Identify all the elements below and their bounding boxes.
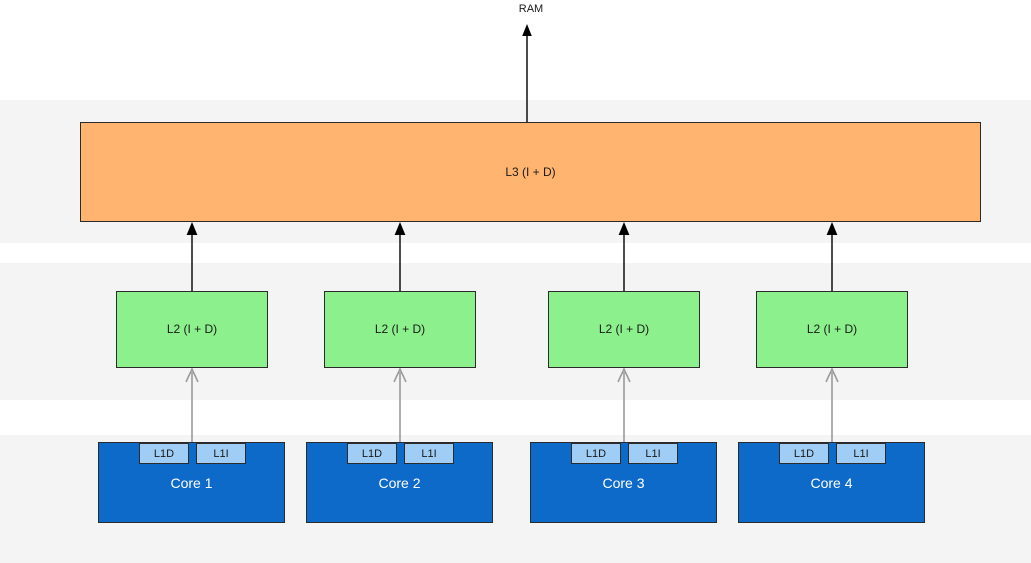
- arrow-up-icon: [186, 222, 198, 235]
- l1d-cache-block-4[interactable]: L1D: [779, 443, 829, 464]
- l1d-cache-block-1[interactable]: L1D: [139, 443, 189, 464]
- core-label: Core 4: [810, 475, 853, 491]
- core-label: Core 3: [602, 475, 645, 491]
- l1d-label: L1D: [585, 447, 607, 460]
- connector-l2-4-to-l3: [826, 222, 838, 291]
- arrow-up-icon: [617, 367, 631, 383]
- connector-l2-2-to-l3: [394, 222, 406, 291]
- connector-l3-to-ram: [522, 24, 532, 122]
- l1i-label: L1I: [853, 447, 869, 460]
- l1d-cache-block-3[interactable]: L1D: [571, 443, 621, 464]
- core-label: Core 1: [170, 475, 213, 491]
- arrow-up-icon: [826, 222, 838, 235]
- arrow-up-icon: [393, 367, 407, 383]
- arrow-up-icon: [185, 367, 199, 383]
- l2-cache-block-4[interactable]: L2 (I + D): [756, 291, 908, 368]
- l1d-label: L1D: [793, 447, 815, 460]
- l2-cache-label: L2 (I + D): [166, 322, 218, 337]
- l2-cache-label: L2 (I + D): [806, 322, 858, 337]
- core-block-3[interactable]: Core 3: [530, 442, 717, 523]
- l2-cache-label: L2 (I + D): [598, 322, 650, 337]
- core-label: Core 2: [378, 475, 421, 491]
- connector-core-1-to-l2: [185, 367, 199, 452]
- connector-core-2-to-l2: [393, 367, 407, 452]
- l2-cache-block-3[interactable]: L2 (I + D): [548, 291, 700, 368]
- l3-cache-block[interactable]: L3 (I + D): [80, 122, 981, 222]
- l3-cache-label: L3 (I + D): [505, 164, 556, 179]
- l1i-label: L1I: [421, 447, 437, 460]
- l1i-cache-block-2[interactable]: L1I: [404, 443, 454, 464]
- l1i-label: L1I: [645, 447, 661, 460]
- connector-core-4-to-l2: [825, 367, 839, 452]
- arrow-up-icon: [394, 222, 406, 235]
- l1d-label: L1D: [361, 447, 383, 460]
- l2-cache-block-2[interactable]: L2 (I + D): [324, 291, 476, 368]
- connector-l2-3-to-l3: [618, 222, 630, 291]
- arrow-up-icon: [825, 367, 839, 383]
- l1i-label: L1I: [213, 447, 229, 460]
- core-block-1[interactable]: Core 1: [98, 442, 285, 523]
- core-block-2[interactable]: Core 2: [306, 442, 493, 523]
- connector-l2-1-to-l3: [186, 222, 198, 291]
- l1d-cache-block-2[interactable]: L1D: [347, 443, 397, 464]
- core-block-4[interactable]: Core 4: [738, 442, 925, 523]
- ram-label: RAM: [518, 3, 544, 15]
- arrow-up-icon: [618, 222, 630, 235]
- connector-core-3-to-l2: [617, 367, 631, 452]
- l1i-cache-block-3[interactable]: L1I: [628, 443, 678, 464]
- l2-cache-label: L2 (I + D): [374, 322, 426, 337]
- arrow-up-icon: [522, 24, 532, 36]
- l1i-cache-block-4[interactable]: L1I: [836, 443, 886, 464]
- l1d-label: L1D: [153, 447, 175, 460]
- l2-cache-block-1[interactable]: L2 (I + D): [116, 291, 268, 368]
- l1i-cache-block-1[interactable]: L1I: [196, 443, 246, 464]
